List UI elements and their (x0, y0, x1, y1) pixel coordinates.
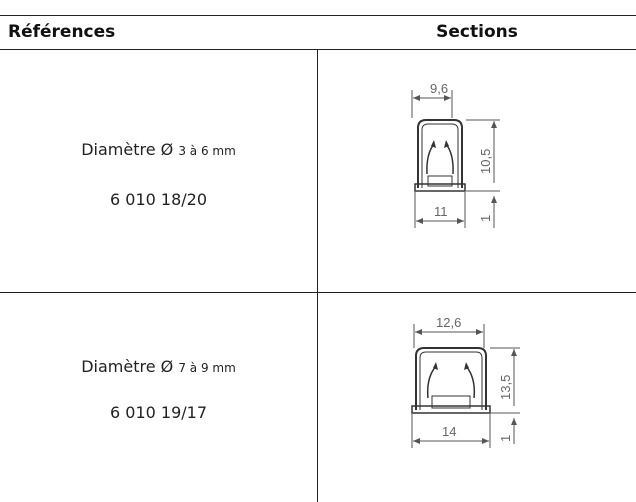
row1-bottom-width: 11 (434, 204, 448, 219)
row1-base: 1 (478, 215, 493, 222)
row2-diameter-prefix: Diamètre Ø (81, 357, 174, 376)
row1-top-width: 9,6 (430, 81, 448, 96)
row1-diameter-prefix: Diamètre Ø (81, 140, 174, 159)
row1-reference: 6 010 18/20 (110, 190, 207, 209)
row2-section-drawing: 12,6 13,5 1 14 (400, 310, 528, 460)
row2-height: 13,5 (498, 375, 513, 400)
row1-height: 10,5 (478, 149, 493, 174)
row2-diameter: Diamètre Ø 7 à 9 mm (0, 357, 317, 376)
row1-diameter: Diamètre Ø 3 à 6 mm (0, 140, 317, 159)
header-sections: Sections (436, 22, 518, 42)
header-references: Références (8, 22, 116, 42)
table-top-border (0, 15, 636, 16)
row-separator (0, 292, 636, 293)
row2-base: 1 (498, 435, 513, 442)
row1-section-drawing: 9,6 10,5 1 11 (400, 78, 512, 238)
row1-diameter-range: 3 à 6 mm (178, 144, 236, 158)
row2-bottom-width: 14 (442, 424, 456, 439)
row2-reference: 6 010 19/17 (110, 403, 207, 422)
header-bottom-border (0, 49, 636, 50)
column-separator (317, 49, 318, 502)
row2-diameter-range: 7 à 9 mm (178, 361, 236, 375)
row2-top-width: 12,6 (436, 315, 461, 330)
